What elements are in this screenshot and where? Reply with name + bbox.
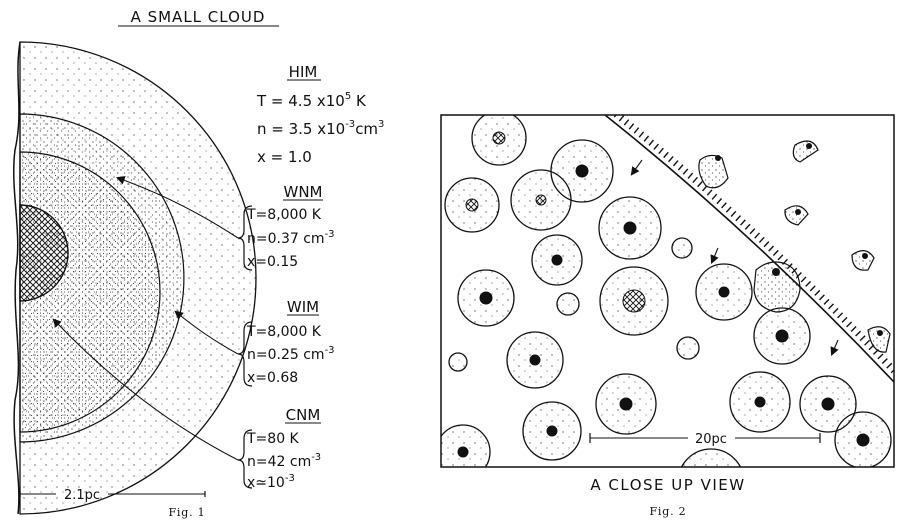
cloudlet xyxy=(441,424,491,467)
wnm-ionization: x=0.15 xyxy=(247,254,298,270)
figure-1: A SMALL CLOUD HIM T = 4.5 x105 K n = 3.5… xyxy=(13,8,384,519)
wim-temperature: T=8,000 K xyxy=(246,324,322,340)
evaporating-cloud xyxy=(851,250,875,271)
cloudlet-core xyxy=(535,194,547,206)
cnm-pointer-arrow xyxy=(52,318,239,461)
him-ionization: x = 1.0 xyxy=(257,148,312,166)
wnm-heading: WNM xyxy=(284,183,323,201)
wnm-density: n=0.37 cm-3 xyxy=(247,229,335,247)
fig1-title: A SMALL CLOUD xyxy=(131,8,266,26)
cloudlet-core xyxy=(821,397,835,411)
fig1-caption: Fig. 1 xyxy=(169,506,206,519)
cloudlet-core xyxy=(622,289,646,313)
cnm-core xyxy=(19,204,69,302)
cloudlet-core xyxy=(551,254,563,266)
evaporating-cloud xyxy=(784,205,809,226)
merging-cloud xyxy=(753,261,801,313)
fig2-subtitle: A CLOSE UP VIEW xyxy=(590,476,745,494)
cloudlet-core xyxy=(856,433,870,447)
cloudlet xyxy=(448,352,468,372)
wim-ionization: x=0.68 xyxy=(247,370,298,386)
cloudlet xyxy=(671,237,693,259)
cloudlet-core xyxy=(492,131,506,145)
him-density: n = 3.5 x10-3cm3 xyxy=(257,119,384,138)
cloudlet xyxy=(556,292,580,316)
cnm-ionization: x≃10-3 xyxy=(247,473,295,491)
cloudlet-core xyxy=(457,446,469,458)
cloudlet-core xyxy=(718,286,730,298)
cloud-field xyxy=(441,115,892,467)
wnm-temperature: T=8,000 K xyxy=(246,207,322,223)
cnm-density: n=42 cm-3 xyxy=(247,452,321,470)
cloudlet-core xyxy=(529,354,541,366)
wim-density: n=0.25 cm-3 xyxy=(247,345,335,363)
hot-region-boundary xyxy=(604,115,894,383)
cloud-left-edge xyxy=(13,41,21,515)
wim-heading: WIM xyxy=(287,298,319,316)
fig2-scale-label: 20pc xyxy=(695,432,727,447)
him-temperature: T = 4.5 x105 K xyxy=(256,91,367,110)
cloudlet-core xyxy=(619,397,633,411)
cloudlet xyxy=(676,336,700,360)
fig1-scale-label: 2.1pc xyxy=(64,488,100,503)
him-heading: HIM xyxy=(289,63,318,81)
fig1-scale-bar xyxy=(19,491,206,497)
fig2-caption: Fig. 2 xyxy=(650,505,687,518)
cloudlet-core xyxy=(575,164,589,178)
wnm-pointer-arrow xyxy=(115,176,239,239)
evaporating-cloud xyxy=(698,154,729,189)
cloudlet-core xyxy=(754,396,766,408)
cloudlet xyxy=(680,448,742,467)
wim-pointer-arrow xyxy=(174,310,239,355)
evaporating-cloud xyxy=(867,326,891,353)
cnm-heading: CNM xyxy=(286,406,321,424)
cloudlet-core xyxy=(465,198,479,212)
cloudlet-core xyxy=(546,425,558,437)
cnm-temperature: T=80 K xyxy=(246,431,300,447)
cloudlet-core xyxy=(623,221,637,235)
cloudlet-core xyxy=(775,329,789,343)
cloudlet-core xyxy=(479,291,493,305)
fig2-scale-bar xyxy=(589,433,821,443)
figure-2: 20pc A CLOSE UP VIEW Fig. 2 xyxy=(440,114,895,518)
